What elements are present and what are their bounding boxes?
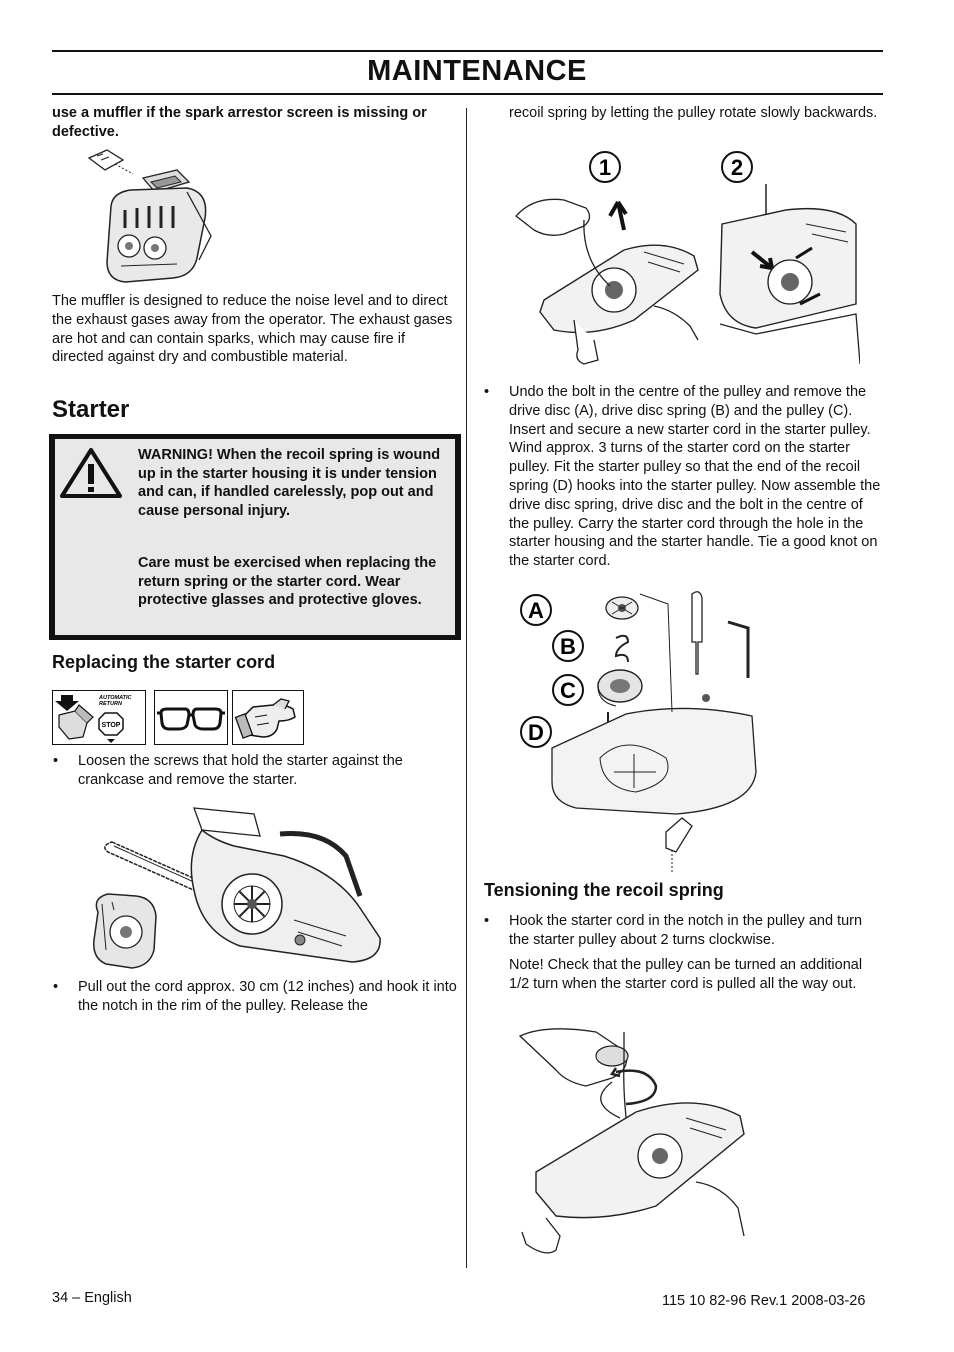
bullet-marker: • [53, 753, 59, 769]
part-label-a-text: A [528, 598, 544, 623]
muffler-text: The muffler is designed to reduce the no… [52, 293, 453, 366]
warning-text-2: Care must be exercised when replacing th… [138, 555, 437, 609]
icon-text-automatic: AUTOMATIC [98, 695, 133, 701]
footer-doc-number: 115 10 82-96 Rev.1 2008-03-26 [662, 1293, 866, 1309]
tensioning-illustration [516, 1022, 748, 1262]
part-label-b: B [552, 630, 584, 662]
figure-label-2-text: 2 [731, 155, 743, 180]
column-divider [466, 108, 467, 1268]
figure-2-illustration [716, 184, 860, 374]
page-title: MAINTENANCE [367, 55, 587, 87]
chainsaw-illustration [84, 800, 386, 978]
figure-label-1-text: 1 [599, 155, 611, 180]
part-label-c-text: C [560, 678, 576, 703]
bullet-hook-cord-text: Hook the starter cord in the notch in th… [509, 913, 863, 948]
bullet-undo-bolt-text: Undo the bolt in the centre of the pulle… [509, 384, 881, 570]
figure-label-2: 2 [720, 150, 754, 184]
header-rule-bottom [52, 93, 883, 95]
footer-page-number: 34 – English [52, 1290, 132, 1306]
section-title-starter: Starter [52, 396, 130, 423]
warning-triangle-icon [58, 446, 124, 500]
bullet-loosen-screws-text: Loosen the screws that hold the starter … [78, 753, 403, 788]
chain-brake-icon: AUTOMATIC RETURN STOP [52, 690, 146, 745]
figure-1-illustration [514, 190, 704, 370]
header-rule-top [52, 50, 883, 52]
part-label-b-text: B [560, 634, 576, 659]
continued-text: recoil spring by letting the pulley rota… [509, 105, 878, 121]
note-text: Note! Check that the pulley can be turne… [509, 957, 863, 992]
warning-box [55, 439, 455, 635]
part-label-d-text: D [528, 720, 544, 745]
muffler-illustration [85, 148, 215, 286]
intro-bold-text: use a muffler if the spark arrestor scre… [52, 105, 427, 140]
bullet-pull-cord-text: Pull out the cord approx. 30 cm (12 inch… [78, 979, 457, 1014]
starter-exploded-diagram: A B C D [516, 582, 766, 880]
bullet-loosen-screws: • Loosen the screws that hold the starte… [53, 752, 458, 790]
protective-gloves-icon [232, 690, 304, 745]
subtitle-tensioning-spring: Tensioning the recoil spring [484, 880, 724, 900]
bullet-pull-cord: • Pull out the cord approx. 30 cm (12 in… [53, 978, 458, 1016]
part-label-a: A [520, 594, 552, 626]
icon-text-stop: STOP [102, 722, 121, 729]
subtitle-replacing-cord: Replacing the starter cord [52, 652, 276, 672]
protective-glasses-icon [154, 690, 228, 745]
warning-text-1: WARNING! When the recoil spring is wound… [138, 447, 441, 519]
bullet-undo-bolt: • Undo the bolt in the centre of the pul… [484, 383, 884, 571]
part-label-c: C [552, 674, 584, 706]
bullet-marker: • [484, 913, 490, 929]
bullet-hook-cord: • Hook the starter cord in the notch in … [484, 912, 884, 950]
bullet-marker: • [484, 384, 490, 400]
figure-label-1: 1 [588, 150, 622, 184]
bullet-marker: • [53, 979, 59, 995]
icon-text-return: RETURN [99, 701, 123, 707]
part-label-d: D [520, 716, 552, 748]
